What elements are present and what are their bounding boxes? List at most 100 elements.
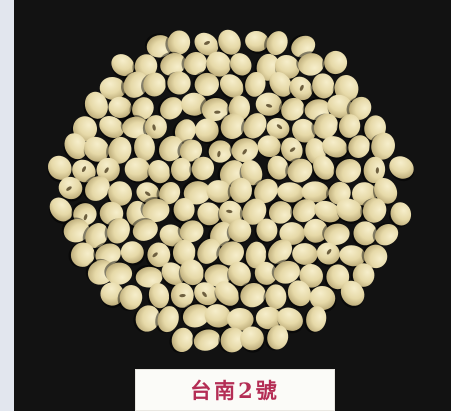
soybean: [255, 92, 284, 118]
soybean: [368, 132, 395, 161]
soybean: [257, 135, 282, 160]
soybean: [177, 139, 203, 162]
soybean: [111, 54, 135, 79]
soybean: [303, 306, 327, 333]
soybean: [181, 179, 211, 205]
soybean: [351, 221, 377, 248]
soybean: [240, 326, 265, 353]
soybean: [214, 281, 240, 309]
soybean: [245, 30, 270, 54]
soybean: [388, 202, 412, 228]
soybean: [157, 96, 183, 120]
soybean: [277, 182, 306, 205]
soybean: [108, 96, 133, 121]
soybean: [314, 200, 341, 225]
soybean: [242, 71, 266, 98]
soybean: [290, 198, 317, 223]
soybean: [177, 219, 204, 243]
soybean: [49, 197, 73, 224]
soybean: [68, 242, 95, 268]
soybean: [286, 280, 311, 309]
soybean: [339, 280, 365, 309]
soybean: [124, 157, 152, 184]
soybean: [279, 222, 307, 247]
soybean: [238, 281, 266, 308]
soybean: [192, 71, 219, 96]
soybean: [266, 199, 293, 224]
soybean: [145, 242, 171, 269]
soybean: [158, 51, 186, 76]
soybean: [181, 92, 209, 118]
soybean: [61, 217, 90, 243]
soybean: [83, 136, 110, 165]
soybean: [194, 32, 219, 58]
soybean: [178, 259, 204, 288]
soybean: [132, 133, 155, 163]
soybean-photo: 台南2號: [14, 0, 451, 411]
soybean: [194, 282, 218, 308]
soybean: [144, 33, 173, 58]
soybean: [169, 327, 194, 353]
soybean: [266, 117, 291, 141]
soybean: [142, 115, 167, 141]
soybean: [239, 198, 267, 226]
soybean: [104, 218, 130, 245]
soybean: [291, 118, 316, 145]
soybean: [217, 29, 241, 57]
soybean: [229, 53, 252, 78]
soybean: [180, 302, 210, 328]
soybean: [189, 156, 215, 181]
soybean: [120, 114, 149, 139]
soybean: [181, 51, 207, 76]
soybean: [263, 284, 287, 311]
soybean: [134, 264, 163, 288]
soybean: [268, 72, 293, 100]
soybean: [266, 155, 289, 182]
soybean: [345, 135, 370, 159]
soybean: [72, 159, 96, 185]
soybean: [218, 113, 246, 140]
soybean: [310, 73, 335, 101]
soybean: [227, 261, 251, 289]
soybean: [264, 31, 288, 56]
soybean: [316, 242, 341, 267]
soybean: [130, 218, 158, 241]
soybean: [264, 325, 289, 351]
soybean: [324, 264, 350, 291]
soybean: [99, 115, 125, 141]
soybean: [218, 327, 245, 353]
soybean: [216, 240, 244, 266]
soybean: [322, 136, 349, 160]
soybean: [195, 118, 221, 145]
soybean: [202, 262, 232, 287]
soybean: [278, 97, 305, 121]
soybean: [83, 91, 108, 121]
soybean: [285, 157, 313, 183]
soybean: [217, 160, 245, 186]
soybean: [279, 137, 303, 164]
soybean: [336, 114, 361, 140]
soybean: [336, 198, 364, 224]
soybean: [141, 72, 166, 98]
soybean: [288, 34, 316, 58]
soybean: [296, 51, 324, 76]
soybean: [361, 243, 388, 269]
soybean: [219, 74, 244, 101]
soybean: [93, 242, 121, 266]
soybean: [333, 158, 362, 183]
soybean: [133, 305, 160, 333]
soybean: [200, 96, 229, 122]
soybean: [168, 157, 192, 183]
soybean: [301, 181, 331, 205]
soybean: [121, 71, 149, 99]
soybean: [63, 133, 88, 162]
soybean: [156, 135, 184, 162]
soybean: [229, 136, 259, 163]
soybean: [82, 223, 109, 249]
soybean: [156, 182, 181, 205]
soybean: [147, 283, 170, 311]
soybean: [47, 155, 72, 183]
soybean: [322, 50, 348, 76]
soybean: [292, 243, 319, 268]
